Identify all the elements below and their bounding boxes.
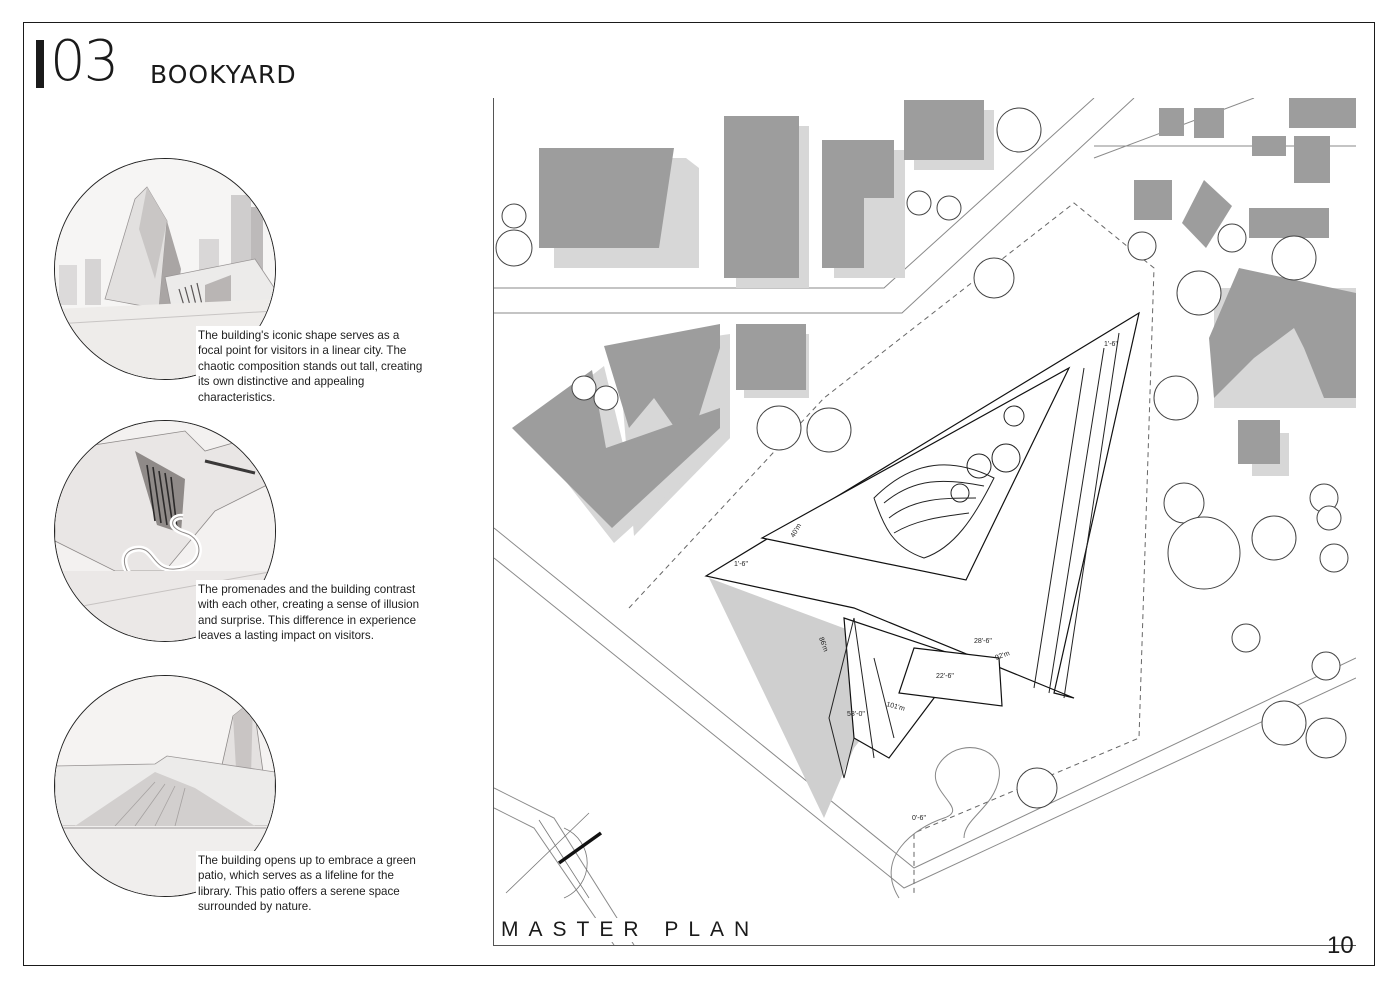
dim-label-8: 101'm: [885, 701, 905, 713]
plan-title: MASTER PLAN: [501, 918, 764, 942]
project-number: 03: [50, 29, 119, 94]
page-number: 10: [1327, 932, 1354, 959]
project-name: BOOKYARD: [150, 60, 297, 89]
dim-label-9: 58'-0": [847, 711, 865, 718]
dim-label-7: 22'-6": [936, 673, 954, 680]
dim-label-6: 92'm: [994, 650, 1011, 662]
vignette-caption-2: The promenades and the building contrast…: [196, 580, 426, 644]
dim-label-5: 28'-6": [974, 638, 992, 645]
vignette-caption-1: The building's iconic shape serves as a …: [196, 326, 426, 406]
dim-label-4: 86'm: [817, 636, 829, 653]
vignette-caption-3: The building opens up to embrace a green…: [196, 851, 426, 915]
title-accent-bar: [36, 40, 44, 88]
dim-label-3: 1'-6": [734, 561, 748, 568]
dim-label-1: 1'-6": [1104, 341, 1118, 348]
dim-label-10: 0'-6": [912, 815, 926, 822]
master-plan-drawing: 1'-6" 40'm 1'-6" 86'm 28'-6" 92'm 22'-6"…: [493, 98, 1356, 946]
page-frame: [23, 22, 1375, 966]
